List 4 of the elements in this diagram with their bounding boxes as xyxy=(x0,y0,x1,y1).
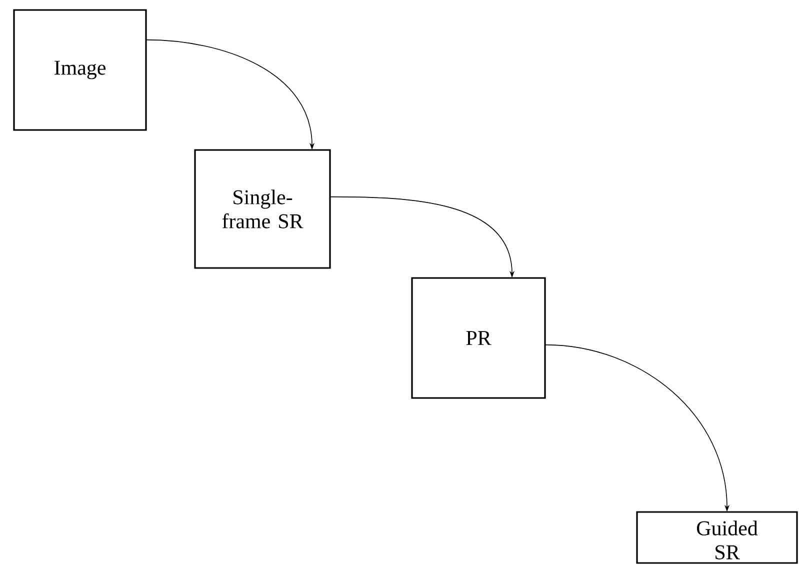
process-box: PR xyxy=(411,277,546,399)
process-box: Single-frame SR xyxy=(194,149,331,269)
process-box: Guided SR xyxy=(636,511,798,564)
process-box: Image xyxy=(13,9,147,131)
